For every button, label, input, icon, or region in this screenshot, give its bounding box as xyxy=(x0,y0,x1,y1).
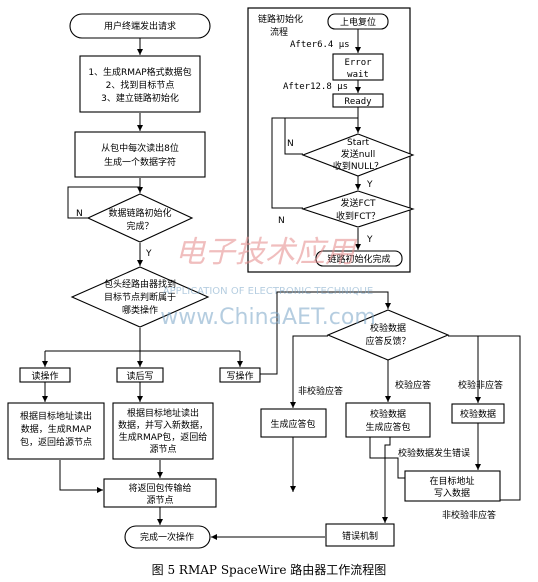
verify-line-1: 校验数据 xyxy=(370,322,406,334)
rmw-desc-line-1: 根据目标地址读出 xyxy=(127,407,199,419)
write-op-label: 写操作 xyxy=(226,370,253,382)
error-wait-box xyxy=(332,53,384,81)
edge-label-verify-ack: 校验应答 xyxy=(395,379,431,391)
start-line-2: 发送null xyxy=(341,148,375,160)
rmw-desc-line-4: 源节点 xyxy=(149,444,176,455)
power-reset-label: 上电复位 xyxy=(340,16,376,28)
fct-line-2: 收到FCT？ xyxy=(336,210,380,222)
start-line-1: Start xyxy=(347,138,369,148)
rmw-desc-line-3: 生成RMAP包，返回给 xyxy=(119,431,208,443)
edge-label-yes-link: Y xyxy=(145,249,152,259)
watermark-en: APPLICATION OF ELECTRONIC TECHNIQUE xyxy=(163,286,373,297)
edge-label-verify-non-ack: 校验非应答 xyxy=(458,379,503,391)
ready-box xyxy=(332,93,384,108)
rmw-op-label: 读后写 xyxy=(126,370,153,382)
rmw-op-box xyxy=(116,367,164,383)
write-op-box xyxy=(219,367,261,383)
edge-label-yes-fct: Y xyxy=(366,235,373,245)
fct-decision xyxy=(301,190,415,228)
read-byte-line-1: 从包中每次读出8位 xyxy=(101,142,179,154)
return-line-2: 源节点 xyxy=(146,495,173,506)
return-box xyxy=(103,478,217,508)
verify-ack-line-1: 校验数据 xyxy=(370,408,406,420)
start-node xyxy=(69,13,211,39)
edge-label-no-link: N xyxy=(76,209,83,219)
route-line-1: 包头经路由器找到 xyxy=(104,278,176,290)
verify-ack-line-2: 生成应答包 xyxy=(365,421,410,433)
rmw-desc-box xyxy=(112,402,214,460)
edge-label-verify-error: 校验数据发生错误 xyxy=(398,447,470,459)
read-desc-box xyxy=(7,402,105,460)
edge-label-non-verify-ack: 非校验应答 xyxy=(298,385,343,397)
fct-line-1: 发送FCT xyxy=(341,197,376,209)
error-wait-line-1: Error xyxy=(344,58,372,68)
error-mech-label: 错误机制 xyxy=(342,530,378,542)
rmw-desc-line-2: 数据，并写入新数据， xyxy=(118,419,208,431)
panel-title-line-1: 链路初始化 xyxy=(258,13,303,25)
write-addr-line-1: 在目标地址 xyxy=(429,475,474,487)
read-byte-line-2: 生成一个数据字符 xyxy=(104,156,176,168)
link-init-decision xyxy=(86,193,194,243)
gen-ack-label: 生成应答包 xyxy=(270,418,315,430)
read-desc-line-1: 根据目标地址读出 xyxy=(20,410,92,422)
start-label: 用户终端发出请求 xyxy=(104,20,176,32)
edge-label-yes-start: Y xyxy=(366,180,373,190)
error-mech-box xyxy=(325,523,395,547)
verify-decision xyxy=(326,309,450,361)
edge-label-non-verify-non-ack: 非校验非应答 xyxy=(442,509,496,521)
verify-ack-box xyxy=(345,402,431,438)
return-line-1: 将返回包传输给 xyxy=(128,482,191,494)
read-op-label: 读操作 xyxy=(31,370,58,382)
link-init-panel xyxy=(247,7,411,273)
ready-label: Ready xyxy=(344,97,372,107)
read-desc-line-2: 数据，生成RMAP xyxy=(21,423,92,435)
edge-label-no-fct: N xyxy=(278,216,285,226)
start-line-3: 收到NULL？ xyxy=(333,160,383,172)
after-label-2: After12.8 μs xyxy=(283,82,348,92)
power-reset-node xyxy=(327,13,389,30)
edge-label-no-start: N xyxy=(287,139,294,149)
route-line-2: 目标节点判断属于 xyxy=(104,291,176,303)
link-init-line-1: 数据链路初始化 xyxy=(108,207,171,219)
route-line-3: 哪类操作 xyxy=(122,304,158,316)
read-desc-line-3: 包，返回给源节点 xyxy=(20,436,92,448)
prep-line-2: 2、找到目标节点 xyxy=(106,79,175,91)
verify-line-2: 应答反馈？ xyxy=(365,335,410,347)
link-init-line-2: 完成？ xyxy=(126,220,153,232)
after-label-1: After6.4 μs xyxy=(290,40,350,50)
write-addr-box xyxy=(404,470,501,502)
route-decision xyxy=(70,266,210,328)
watermark-cn: 电子技术应用 xyxy=(175,235,358,270)
watermark-url: www.ChinaAET.com xyxy=(160,305,376,330)
prep-box xyxy=(79,55,201,113)
error-wait-line-2: wait xyxy=(347,70,369,80)
link-done-label: 链路初始化完成 xyxy=(327,253,390,265)
link-done-node xyxy=(315,250,403,267)
panel-title-line-2: 流程 xyxy=(270,26,288,38)
figure-caption: 图 5 RMAP SpaceWire 路由器工作流程图 xyxy=(152,562,387,577)
finish-node xyxy=(124,525,211,549)
read-byte-box xyxy=(74,131,206,178)
prep-line-1: 1、生成RMAP格式数据包 xyxy=(88,66,191,78)
gen-ack-box xyxy=(260,408,327,438)
prep-line-3: 3、建立链路初始化 xyxy=(101,92,179,104)
read-op-box xyxy=(19,367,71,383)
write-addr-line-2: 写入数据 xyxy=(434,487,470,499)
start-decision xyxy=(301,133,415,177)
verify-data-box xyxy=(451,403,505,424)
finish-label: 完成一次操作 xyxy=(140,531,194,543)
verify-data-label: 校验数据 xyxy=(460,408,496,420)
